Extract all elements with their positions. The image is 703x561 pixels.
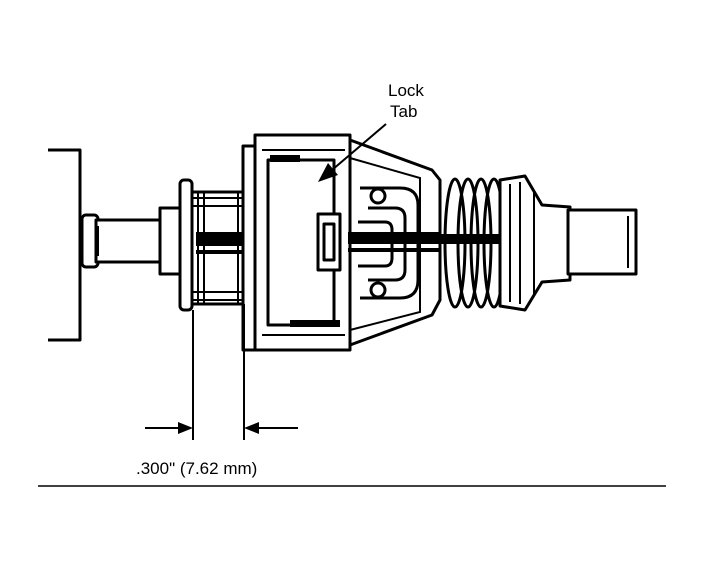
lock-tab-leader-line — [331, 123, 387, 171]
plunger-shaft — [80, 206, 184, 276]
dimension-arrowhead-left — [178, 422, 193, 434]
coil-spring — [440, 177, 508, 309]
lock-tab-label-line2: Tab — [390, 102, 417, 121]
lock-tab-arrowhead — [318, 163, 338, 182]
rear-rod — [566, 208, 638, 276]
rear-boot — [498, 174, 572, 312]
retaining-washer — [178, 178, 194, 312]
switch-housing — [253, 133, 352, 352]
threaded-bushing — [190, 190, 246, 306]
mounting-bracket — [48, 148, 82, 342]
spring-clip-cage — [348, 138, 442, 347]
dimension-label: .300" (7.62 mm) — [136, 459, 257, 478]
lock-tab-label-line1: Lock — [388, 81, 424, 100]
dimension-arrowhead-right — [244, 422, 259, 434]
